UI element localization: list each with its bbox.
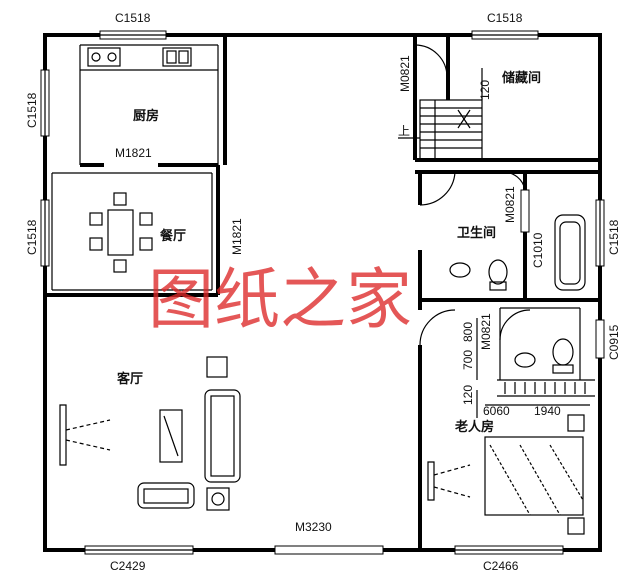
window-right-small — [595, 319, 605, 359]
dim-storage-120: 120 — [478, 80, 492, 100]
nightstand-icon — [567, 414, 585, 432]
washbasin-icon — [449, 262, 471, 278]
bathroom-fixtures — [449, 214, 586, 374]
sink-icon — [162, 47, 192, 67]
toilet-icon-2 — [552, 338, 574, 366]
room-label-living: 客厅 — [117, 371, 143, 387]
door-label-storage: M0821 — [398, 55, 412, 92]
window-label-top-right: C1518 — [487, 11, 523, 25]
stove-icon — [87, 47, 121, 67]
stairs: 上 — [398, 99, 483, 161]
window-label-top-left: C1518 — [115, 11, 151, 25]
door-label-kitchen: M1821 — [115, 146, 152, 160]
dim-bed-800: 800 — [461, 322, 475, 342]
door-label-dining: M1821 — [230, 218, 244, 255]
toilet-icon — [488, 259, 508, 285]
coffee-table-icon — [159, 409, 183, 463]
main-door — [274, 545, 384, 555]
door-swings — [414, 44, 531, 346]
window-label-right-small: C0915 — [607, 324, 621, 360]
dim-bed-120: 120 — [461, 385, 475, 405]
washbasin-icon-2 — [514, 352, 536, 368]
door-label-bedroom-bath: M0821 — [479, 313, 493, 350]
windows — [40, 30, 605, 555]
window-label-bath-inner: C1010 — [531, 232, 545, 268]
watermark: 图纸之家 — [148, 261, 412, 338]
ac-unit-icon-2 — [427, 461, 435, 501]
dim-bed-700: 700 — [461, 350, 475, 370]
door-label-main: M3230 — [295, 520, 332, 534]
bedroom-furniture — [427, 382, 586, 535]
door-label-bathroom: M0821 — [503, 186, 517, 223]
interior-walls — [45, 35, 600, 550]
labels: 厨房 餐厅 客厅 储藏间 卫生间 老人房 C1518 C1518 C2429 C… — [25, 11, 621, 573]
bathtub-icon — [554, 214, 586, 291]
dining-table-icon — [89, 192, 153, 273]
window-label-right-bath: C1518 — [607, 219, 621, 255]
ac-unit-icon — [59, 404, 67, 466]
room-label-dining: 餐厅 — [159, 228, 186, 244]
room-label-storage: 储藏间 — [501, 70, 541, 86]
room-label-kitchen: 厨房 — [133, 108, 159, 124]
window-label-bottom-right: C2466 — [483, 559, 519, 573]
wardrobe-hangers — [504, 382, 586, 394]
sofa-icon — [204, 389, 241, 483]
plant-icon — [206, 356, 228, 378]
window-label-left-middle: C1518 — [25, 219, 39, 255]
nightstand-icon-2 — [567, 517, 585, 535]
living-furniture — [59, 356, 241, 511]
window-bath-inner — [520, 189, 530, 233]
bed-icon — [484, 436, 584, 516]
window-label-left-upper: C1518 — [25, 92, 39, 128]
stairs-label: 上 — [398, 124, 410, 138]
dimension-ticks — [476, 68, 590, 418]
dim-bed-6060: 6060 — [483, 404, 510, 418]
window-label-bottom-left: C2429 — [110, 559, 146, 573]
kitchen-fixtures — [87, 47, 192, 67]
armchair-icon — [137, 482, 195, 509]
dim-bed-1940: 1940 — [534, 404, 561, 418]
room-label-bathroom: 卫生间 — [457, 225, 496, 241]
lamp-icon — [206, 487, 230, 511]
room-label-elder-bedroom: 老人房 — [454, 419, 494, 435]
